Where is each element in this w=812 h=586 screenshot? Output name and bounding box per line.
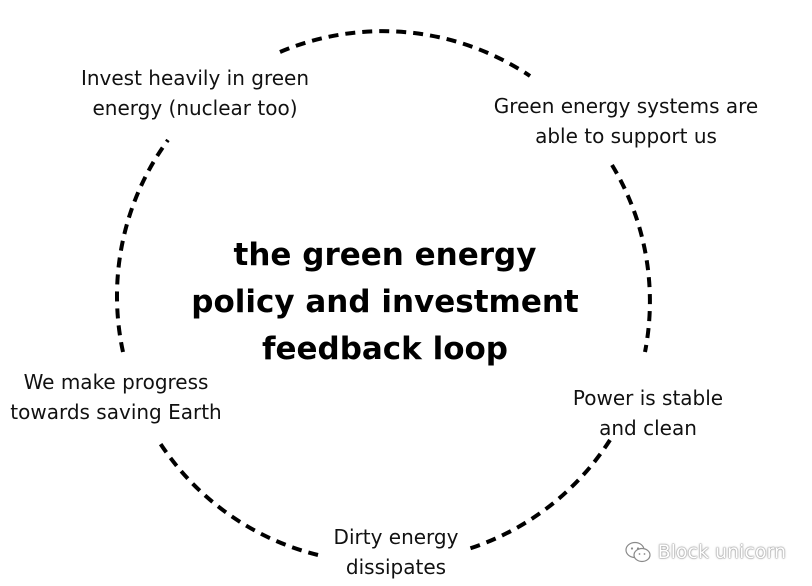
arc-invest-to-systems <box>279 29 532 78</box>
diagram-title: the green energy policy and investment f… <box>150 232 620 373</box>
title-line-3: feedback loop <box>261 331 509 367</box>
watermark: Block unicorn <box>624 540 786 564</box>
node-progress-line-1: We make progress <box>23 370 209 394</box>
node-systems: Green energy systems are able to support… <box>478 91 774 151</box>
node-power-line-1: Power is stable <box>572 386 724 410</box>
node-invest-line-2: energy (nuclear too) <box>92 96 298 120</box>
node-progress: We make progress towards saving Earth <box>2 367 230 427</box>
arc-progress-to-invest <box>115 138 170 353</box>
node-systems-line-1: Green energy systems are <box>493 94 759 118</box>
node-progress-line-2: towards saving Earth <box>10 400 222 424</box>
node-dirty: Dirty energy dissipates <box>310 522 482 582</box>
wechat-icon <box>625 541 651 563</box>
title-line-2: policy and investment <box>191 284 579 320</box>
title-line-1: the green energy <box>233 237 537 273</box>
node-systems-line-2: able to support us <box>535 124 717 148</box>
node-dirty-line-1: Dirty energy <box>333 525 459 549</box>
arc-systems-to-power <box>610 163 652 353</box>
node-invest-line-1: Invest heavily in green <box>80 66 310 90</box>
node-power-line-2: and clean <box>599 416 697 440</box>
arc-dirty-to-progress <box>156 438 319 557</box>
node-invest: Invest heavily in green energy (nuclear … <box>50 63 340 123</box>
node-dirty-line-2: dissipates <box>345 555 447 579</box>
arc-power-to-dirty <box>464 438 612 552</box>
node-power: Power is stable and clean <box>548 383 748 443</box>
watermark-text: Block unicorn <box>657 541 786 563</box>
